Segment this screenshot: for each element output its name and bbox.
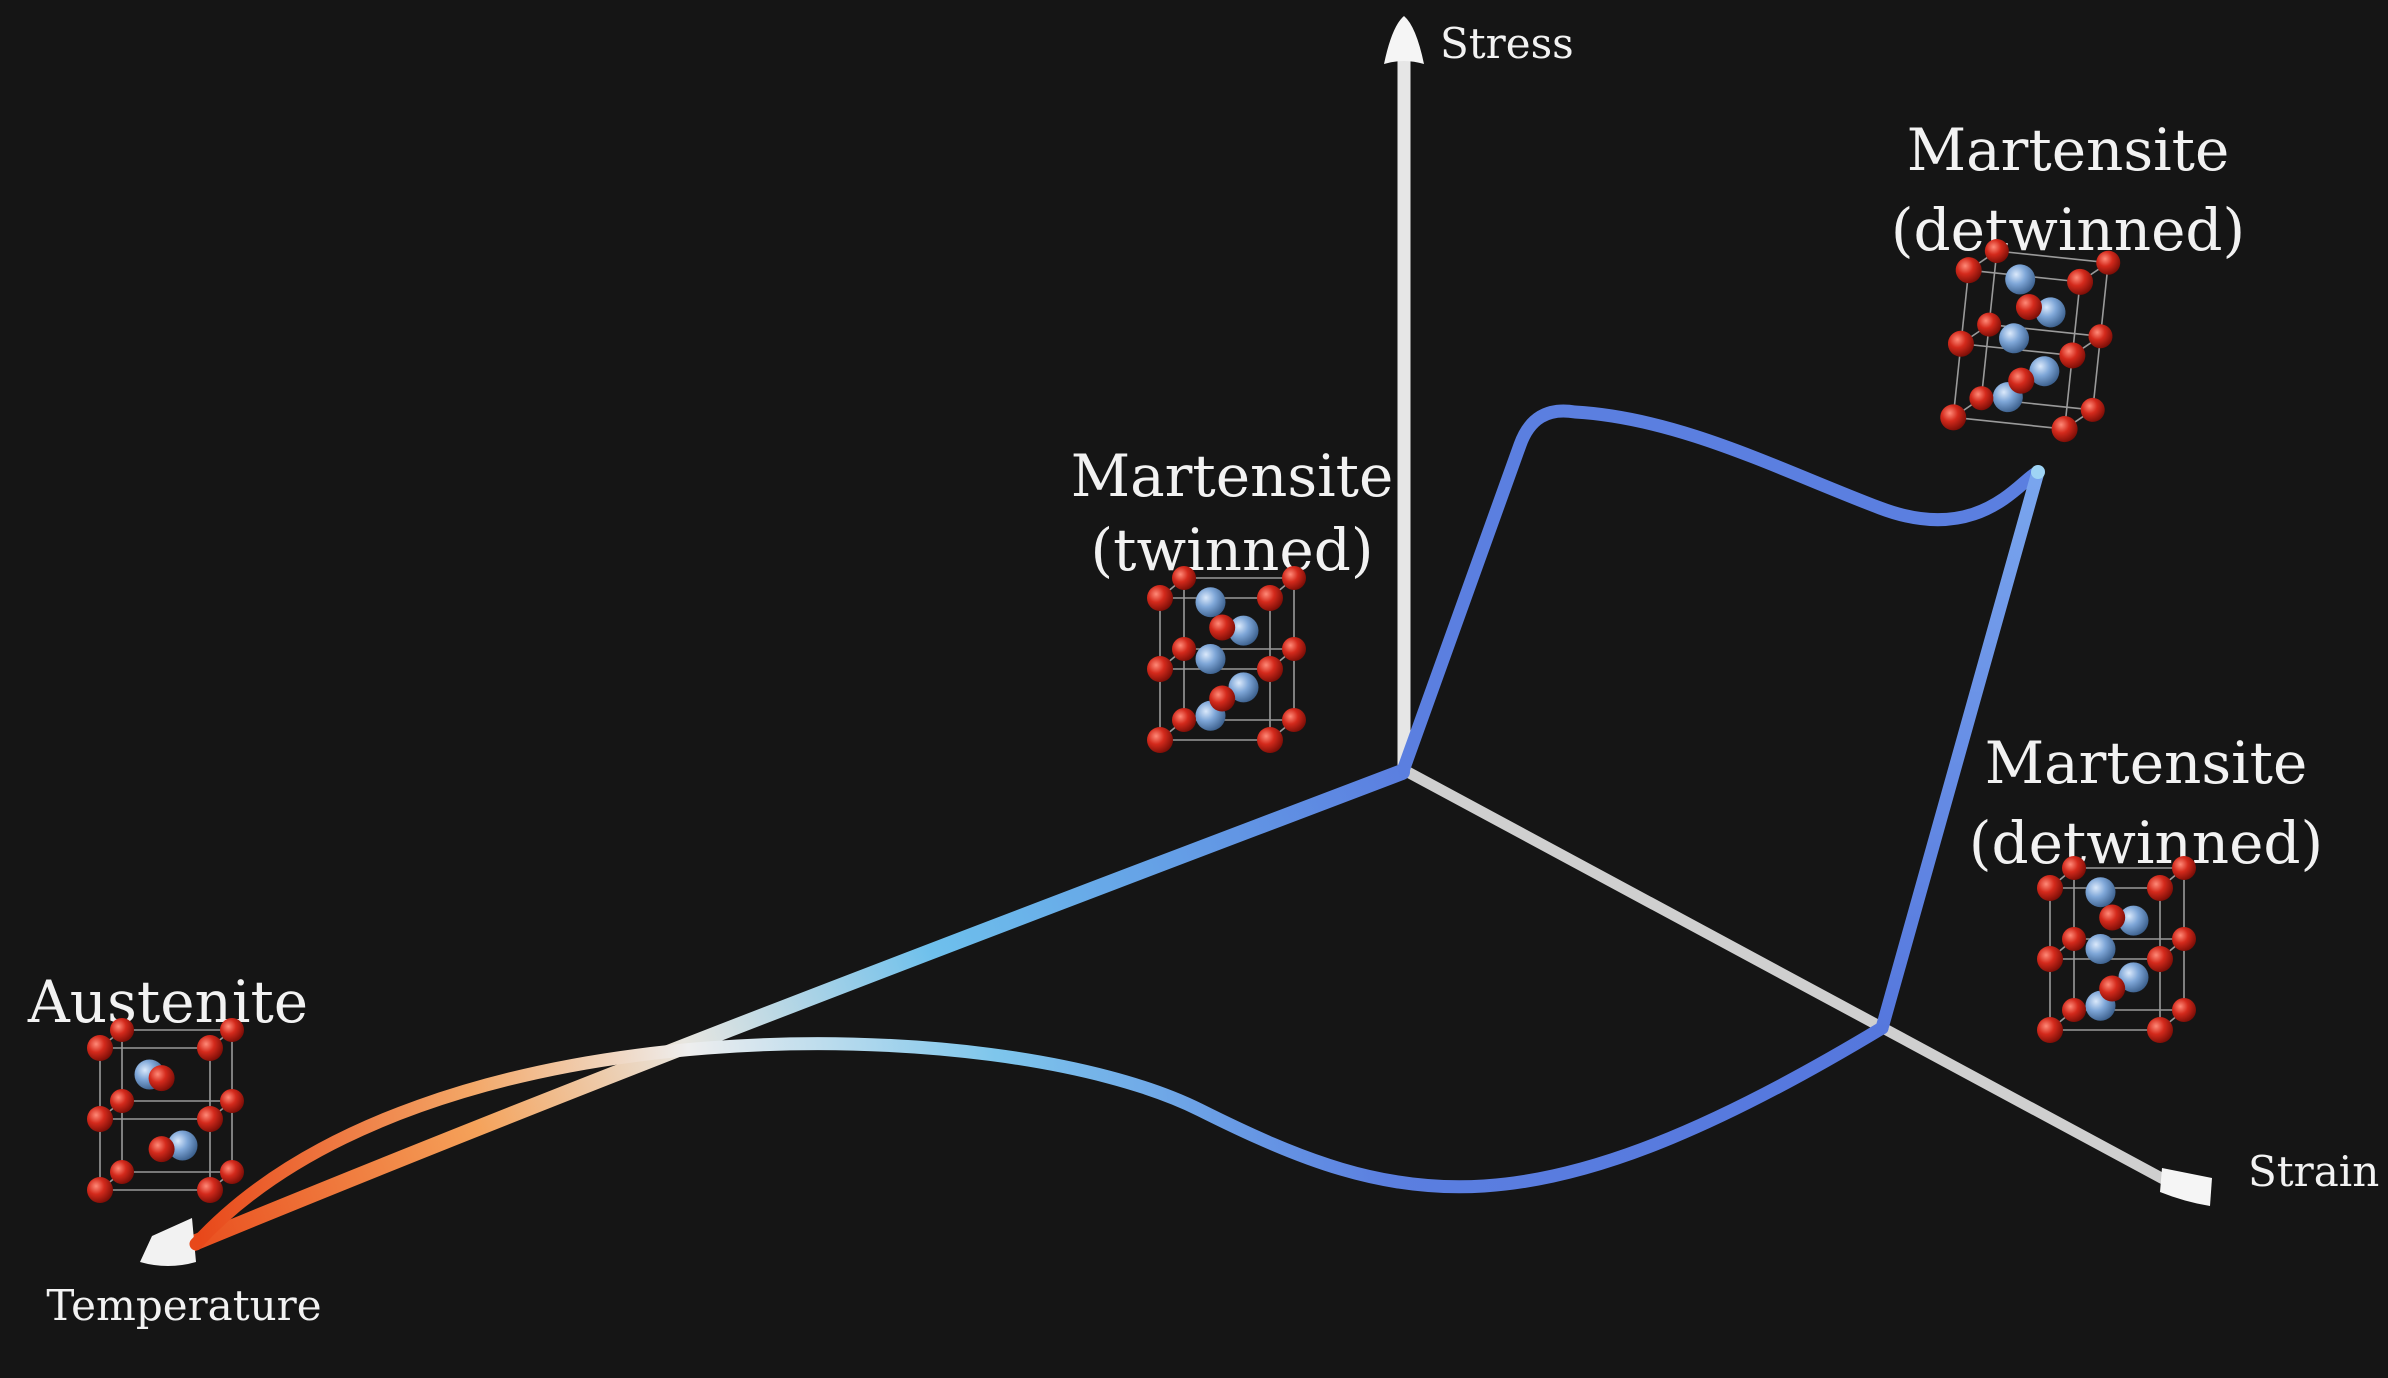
detwinned-right-label-line1: Martensite (1985, 729, 2308, 797)
strain-axis-label: Strain (2248, 1147, 2379, 1196)
temperature-path (164, 764, 1410, 1260)
austenite-lattice-icon (87, 1018, 244, 1203)
loop-endpoint (2031, 465, 2045, 479)
twinned-martensite-lattice-icon (1147, 566, 1306, 753)
axes (1384, 16, 2212, 1206)
temperature-axis-arrow-icon (140, 1218, 196, 1266)
detwinned-martensite-lattice-icon (2037, 856, 2196, 1043)
detwinned-right-label-line2: (detwinned) (1969, 809, 2323, 877)
loading-path (1397, 404, 2045, 775)
temperature-axis-label: Temperature (46, 1281, 321, 1330)
unloading-path (1875, 465, 2045, 1035)
stress-axis-arrow-icon (1384, 16, 1424, 64)
lower-transformation-path (189, 1021, 1889, 1251)
strain-axis-arrow-icon (2160, 1168, 2212, 1206)
detwinned-martensite-lattice-icon (1940, 239, 2121, 443)
twinned-label-line1: Martensite (1071, 442, 1394, 510)
strain-axis (1398, 764, 2186, 1194)
twinned-label-line2: (twinned) (1091, 516, 1374, 584)
detwinned-top-label-line1: Martensite (1907, 116, 2230, 184)
detwinned-top-label-line2: (detwinned) (1891, 196, 2245, 264)
stress-axis-label: Stress (1440, 19, 1574, 68)
austenite-label: Austenite (27, 968, 308, 1036)
